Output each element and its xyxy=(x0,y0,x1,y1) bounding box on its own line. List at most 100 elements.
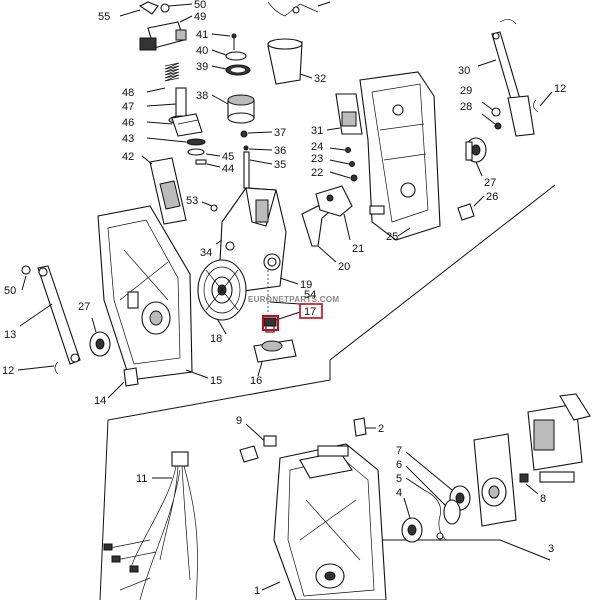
part-5-spring xyxy=(405,477,447,541)
part-35-rod xyxy=(243,151,273,189)
callout-5: 5 xyxy=(396,473,402,485)
part-50-clip-left xyxy=(21,265,31,291)
callout-25: 25 xyxy=(386,231,398,243)
part-15-chassis xyxy=(97,205,209,381)
callout-15: 15 xyxy=(210,375,222,387)
callout-1: 1 xyxy=(254,585,260,597)
part-50-pin xyxy=(160,3,193,13)
part-41-screw xyxy=(211,33,237,50)
callout-12-left: 12 xyxy=(2,365,14,377)
callout-35: 35 xyxy=(274,159,286,171)
part-40-ring xyxy=(211,49,247,61)
part-39-oring xyxy=(211,64,251,76)
part-25-housing xyxy=(359,71,441,241)
callout-41: 41 xyxy=(196,29,208,41)
callout-27-right: 27 xyxy=(484,177,496,189)
callout-12-right: 12 xyxy=(554,83,566,95)
part-9-screw xyxy=(239,423,277,463)
part-1-main-housing xyxy=(261,443,387,601)
callout-46: 46 xyxy=(122,117,134,129)
highlight-box-label xyxy=(299,303,323,319)
highlight-box-part xyxy=(262,315,279,331)
part-12-clip-right xyxy=(533,91,553,113)
callout-45: 45 xyxy=(222,151,234,163)
callout-49: 49 xyxy=(194,11,206,23)
part-4-cam xyxy=(401,497,423,543)
part-53-pin xyxy=(201,201,218,212)
callout-32: 32 xyxy=(314,73,326,85)
part-26-clip xyxy=(457,195,485,221)
part-32-cup xyxy=(267,38,313,85)
callout-43: 43 xyxy=(122,133,134,145)
callout-50-left: 50 xyxy=(4,285,16,297)
callout-13: 13 xyxy=(4,329,16,341)
callout-16: 16 xyxy=(250,375,262,387)
callout-31: 31 xyxy=(311,125,323,137)
callout-28: 28 xyxy=(460,101,472,113)
callout-20: 20 xyxy=(338,261,350,273)
part-29-28-pins xyxy=(481,101,502,130)
callout-17: 17 xyxy=(304,306,316,318)
part-7-gear xyxy=(405,451,471,511)
part-24-23-22-screws xyxy=(329,147,358,182)
callout-29: 29 xyxy=(460,85,472,97)
callout-11: 11 xyxy=(136,473,147,485)
callout-53: 53 xyxy=(186,195,198,207)
part-18-gear-wheel xyxy=(197,259,247,335)
part-2-clip xyxy=(353,417,376,437)
callout-38: 38 xyxy=(196,90,208,102)
part-6-wheel xyxy=(405,465,461,525)
callout-14: 14 xyxy=(94,395,106,407)
part-14-bracket xyxy=(107,367,139,399)
callout-50-top: 50 xyxy=(194,0,206,11)
part-21-bracket xyxy=(315,185,353,241)
callout-7: 7 xyxy=(396,445,402,457)
callout-37: 37 xyxy=(274,127,286,139)
part-27-gear-left xyxy=(89,317,111,357)
part-44-screw xyxy=(195,159,221,168)
part-49-valve-body xyxy=(139,15,193,51)
part-20-lever-arm xyxy=(301,205,337,263)
part-45-spacer xyxy=(187,148,221,157)
boundary-line-lower xyxy=(325,539,551,561)
callout-22: 22 xyxy=(311,167,323,179)
callout-27-left: 27 xyxy=(78,301,90,313)
callout-19: 19 xyxy=(300,279,312,291)
part-wire-spring-top xyxy=(267,1,331,17)
watermark-text: EURONETPARTS.COM xyxy=(248,295,339,304)
callout-24: 24 xyxy=(311,141,323,153)
part-27-gear-right xyxy=(465,137,487,177)
callout-39: 39 xyxy=(196,61,208,73)
callout-18: 18 xyxy=(210,333,222,345)
part-43-oring xyxy=(146,137,206,146)
callout-4: 4 xyxy=(396,487,402,499)
part-16-base xyxy=(253,339,297,377)
callout-2: 2 xyxy=(378,423,384,435)
part-55-spring-clip xyxy=(119,1,159,17)
part-8-motor-assembly xyxy=(473,393,591,527)
part-42-plate xyxy=(141,155,187,225)
callout-48: 48 xyxy=(122,87,134,99)
part-54-pin xyxy=(267,270,301,312)
callout-34: 34 xyxy=(200,247,212,259)
callout-23: 23 xyxy=(311,153,323,165)
part-46-seal-block xyxy=(146,113,203,137)
callout-44: 44 xyxy=(222,163,234,175)
callout-26: 26 xyxy=(486,191,498,203)
callout-47: 47 xyxy=(122,101,134,113)
part-13-link-arm xyxy=(19,265,81,365)
part-48-spring xyxy=(146,62,180,93)
callout-3: 3 xyxy=(548,543,554,555)
part-37-washer xyxy=(240,130,273,138)
part-36-pin xyxy=(243,145,273,151)
part-11-wiring-harness xyxy=(103,451,198,601)
callout-21: 21 xyxy=(352,243,364,255)
part-31-bracket xyxy=(326,93,363,135)
callout-30: 30 xyxy=(458,65,470,77)
callout-36: 36 xyxy=(274,145,286,157)
callout-8: 8 xyxy=(540,493,546,505)
part-38-plunger xyxy=(211,94,255,124)
callout-42: 42 xyxy=(122,151,134,163)
